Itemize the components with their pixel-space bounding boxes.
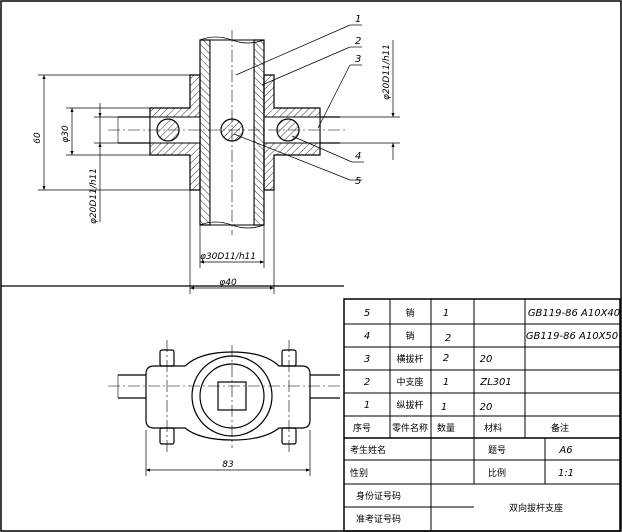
front-section-view <box>108 30 345 235</box>
header-no: 序号 <box>353 422 371 434</box>
row4-qty: 2 <box>445 333 451 344</box>
scale-label: 比例 <box>488 467 506 479</box>
row4-no: 4 <box>364 331 370 342</box>
row3-name: 横拔杆 <box>396 353 423 365</box>
row1-qty: 1 <box>441 402 447 413</box>
parts-table <box>343 298 621 532</box>
row2-qty: 1 <box>443 377 449 388</box>
row5-qty: 1 <box>443 308 449 319</box>
title-no-value: A6 <box>558 445 572 456</box>
drawing-name: 双向拔杆支座 <box>509 502 563 514</box>
header-name: 零件名称 <box>392 422 428 434</box>
callout-1: 1 <box>355 14 361 25</box>
front-dimensions <box>38 40 400 294</box>
row2-no: 2 <box>364 377 370 388</box>
row3-qty: 2 <box>443 353 449 364</box>
row2-material: ZL301 <box>479 377 512 388</box>
top-dimensions <box>145 430 311 476</box>
top-view <box>108 340 345 452</box>
row3-no: 3 <box>364 354 370 365</box>
header-note: 备注 <box>551 422 569 434</box>
row3-material: 20 <box>480 354 493 365</box>
callout-5: 5 <box>355 176 361 187</box>
dim-phi30d11: φ30D11/h11 <box>200 252 256 262</box>
callout-2: 2 <box>355 36 361 47</box>
row4-note: GB119-86 A10X50 <box>526 331 618 342</box>
id-label: 身份证号码 <box>356 490 401 502</box>
dim-83: 83 <box>222 460 234 470</box>
dim-60: 60 <box>33 132 43 144</box>
scale-value: 1:1 <box>558 468 574 479</box>
row4-name: 销 <box>405 330 414 342</box>
dim-phi30: φ30 <box>61 125 71 143</box>
row1-name: 纵拔杆 <box>396 399 423 411</box>
row5-name: 销 <box>405 307 414 319</box>
callout-3: 3 <box>355 54 361 65</box>
row2-name: 中支座 <box>396 376 423 388</box>
dim-phi20-left: φ20D11/h11 <box>89 168 99 224</box>
row5-note: GB119-86 A10X40 <box>528 308 620 319</box>
row1-material: 20 <box>480 402 493 413</box>
callout-4: 4 <box>355 151 361 162</box>
row1-no: 1 <box>364 400 370 411</box>
row5-no: 5 <box>364 308 370 319</box>
ticket-label: 准考证号码 <box>356 514 401 525</box>
dim-phi20-right: φ20D11/h11 <box>382 44 392 100</box>
examinee-label: 考生姓名 <box>350 444 386 456</box>
title-no-label: 题号 <box>488 445 506 456</box>
gender-label: 性别 <box>350 467 368 479</box>
leader-lines <box>233 24 364 181</box>
header-qty: 数量 <box>437 422 455 434</box>
dim-phi40: φ40 <box>219 278 237 288</box>
header-material: 材料 <box>484 422 502 434</box>
